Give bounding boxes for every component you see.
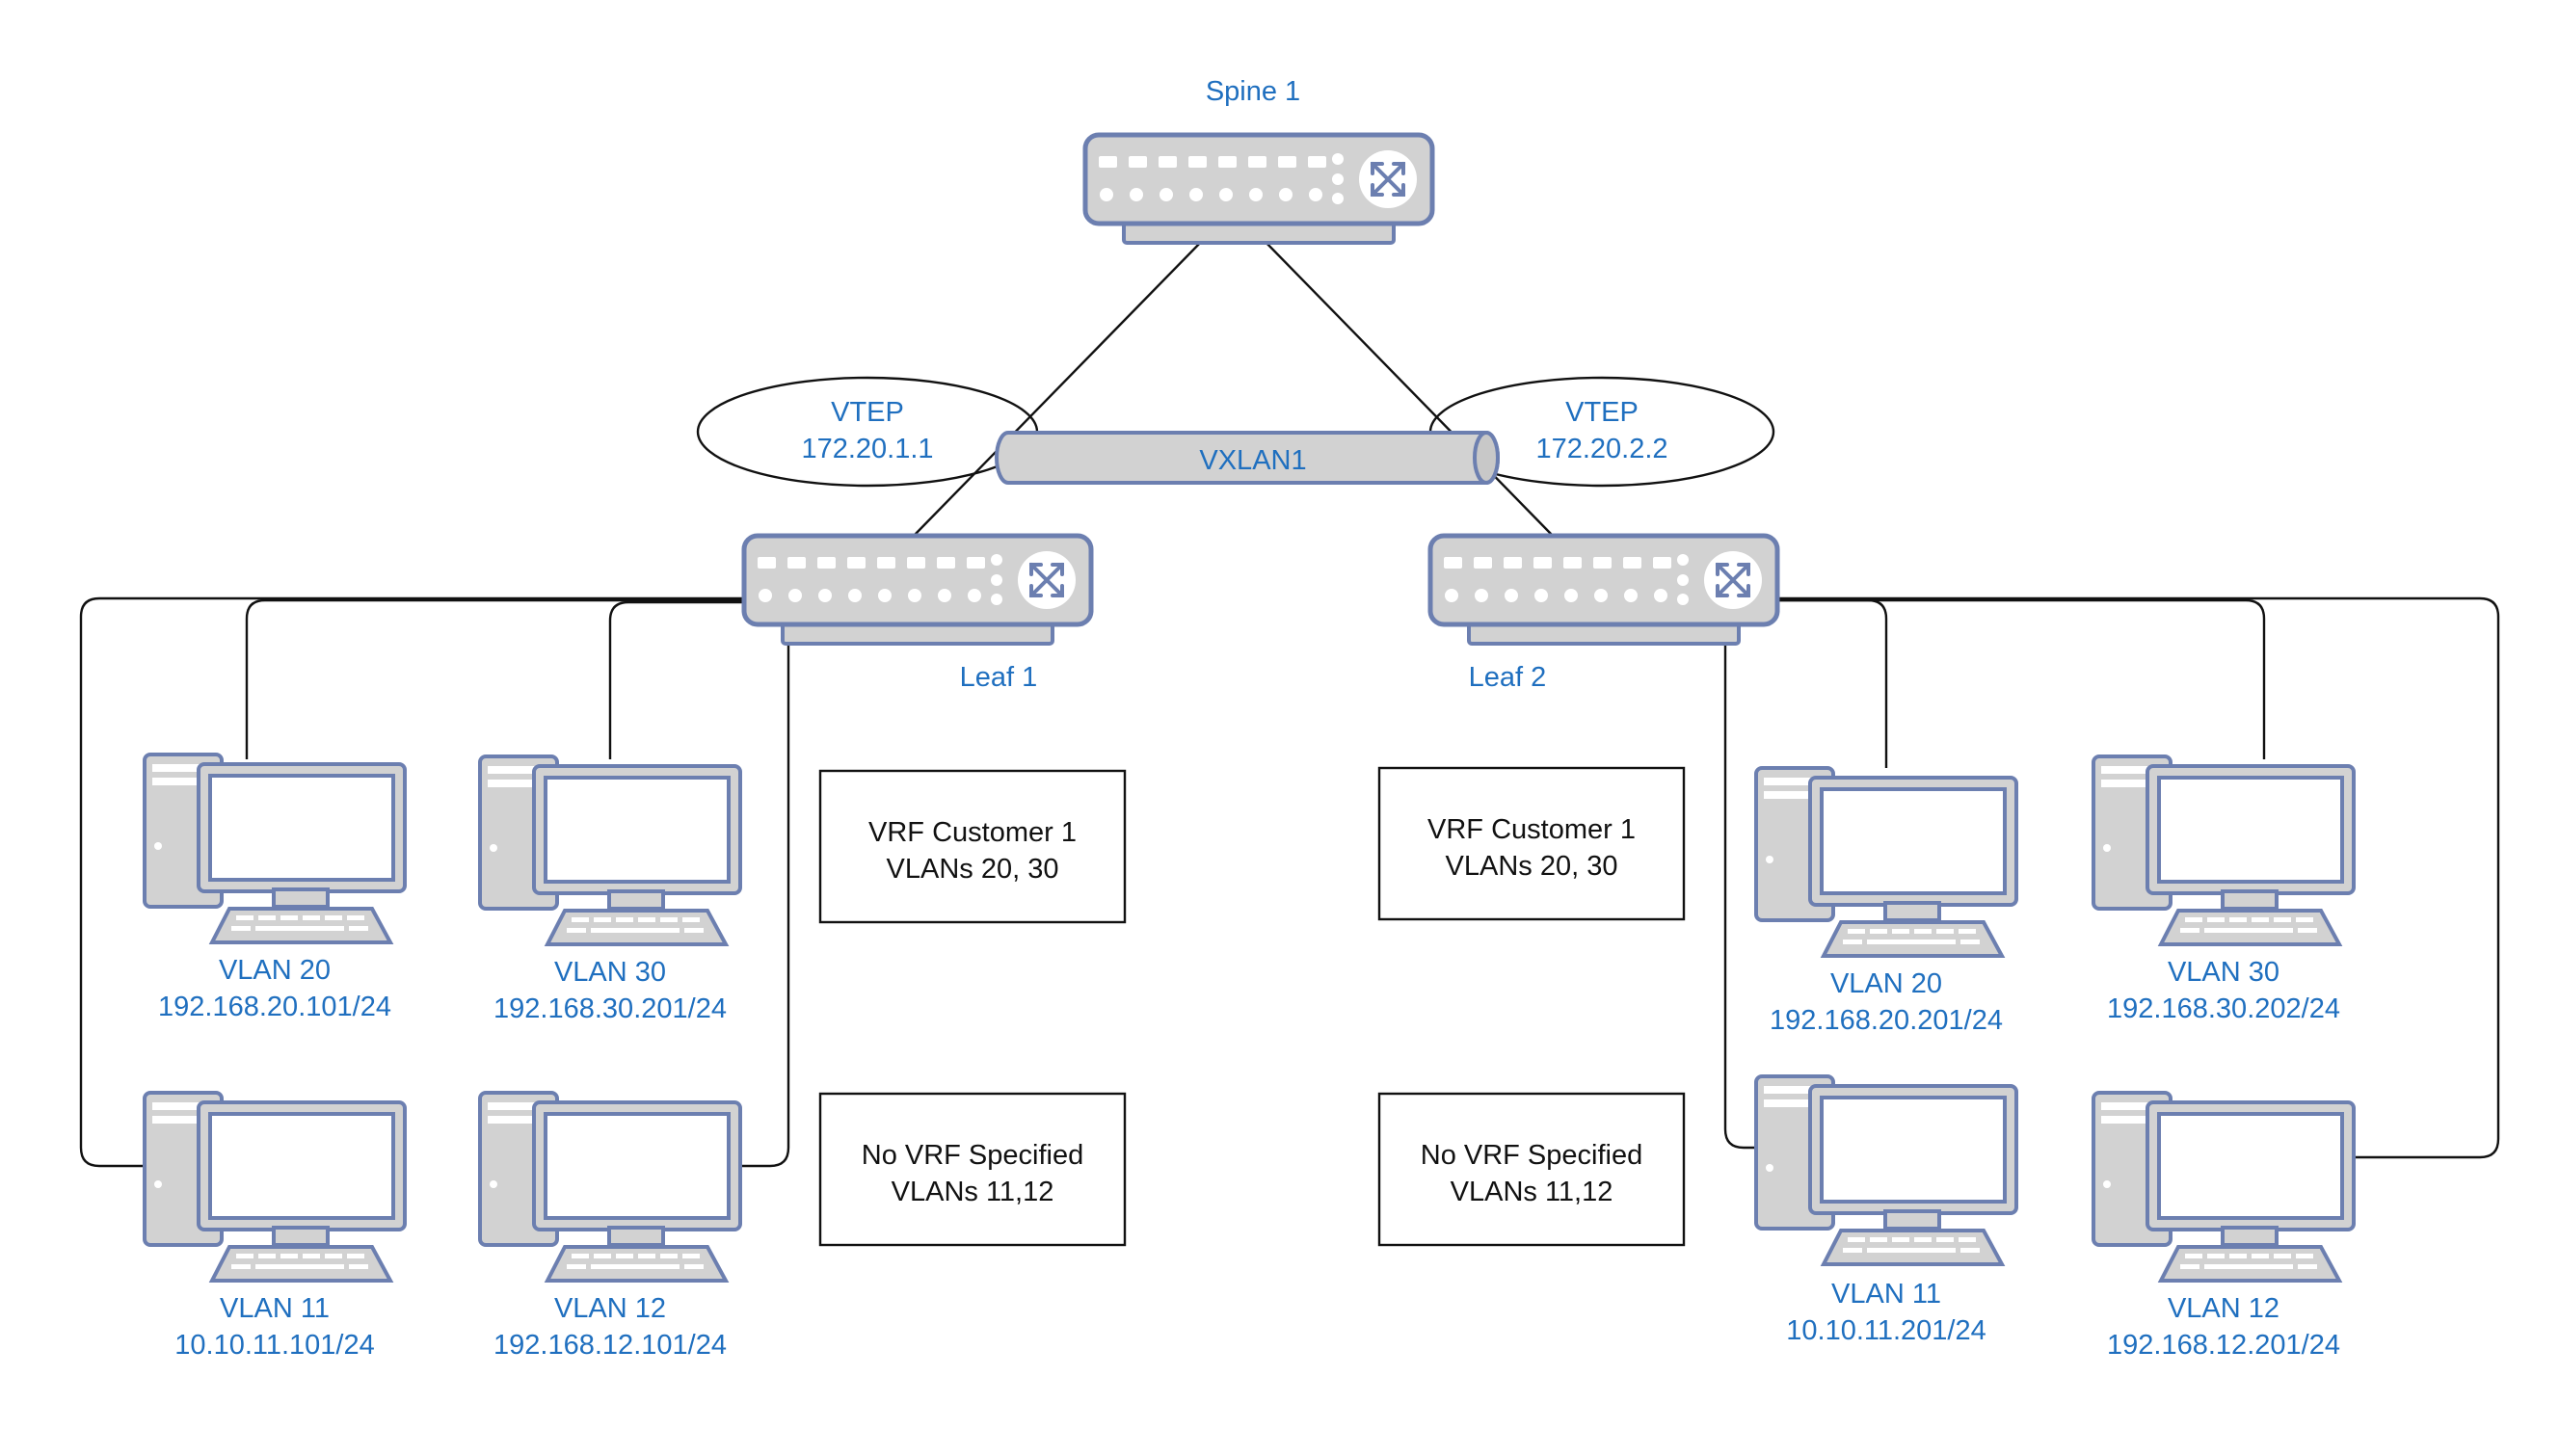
- vrf-box-left-top: VRF Customer 1 VLANs 20, 30: [818, 769, 1127, 924]
- vxlan-tunnel-label: VXLAN1: [1199, 445, 1306, 476]
- host-left-vlan30: VLAN 30 192.168.30.201/24: [478, 754, 742, 1024]
- host-ip: 10.10.11.201/24: [1786, 1315, 1986, 1346]
- vxlan-tunnel: VXLAN1: [995, 431, 1500, 485]
- desktop-computer-icon: [1754, 1074, 2018, 1266]
- uplinks: [913, 235, 1554, 537]
- link-leaf1-vlan30: [608, 600, 747, 759]
- host-left-vlan11: VLAN 11 10.10.11.101/24: [143, 1091, 407, 1361]
- vtep-1-ip: 172.20.1.1: [801, 434, 933, 464]
- vrf-box-line2: VLANs 11,12: [892, 1177, 1054, 1207]
- spine-label: Spine 1: [1206, 76, 1300, 107]
- host-right-vlan20: VLAN 20 192.168.20.201/24: [1754, 766, 2018, 1036]
- leaf1-label: Leaf 1: [960, 662, 1038, 693]
- host-ip: 192.168.30.201/24: [493, 993, 727, 1024]
- leaf2-label: Leaf 2: [1469, 662, 1547, 693]
- link-spine-leaf1: [913, 235, 1208, 537]
- leaf1-switch: Leaf 1: [744, 536, 1091, 693]
- link-leaf2-vlan30: [1771, 598, 2266, 759]
- vrf-box-line1: No VRF Specified: [1421, 1140, 1643, 1171]
- switch-icon: [1430, 536, 1777, 644]
- host-vlan: VLAN 30: [554, 957, 666, 988]
- host-vlan: VLAN 11: [1831, 1279, 1941, 1310]
- link-leaf2-vlan12: [1771, 596, 2500, 1159]
- host-right-vlan11: VLAN 11 10.10.11.201/24: [1754, 1074, 2018, 1346]
- link-leaf2-vlan20: [1771, 598, 1888, 768]
- host-vlan: VLAN 12: [554, 1293, 666, 1324]
- desktop-computer-icon: [2092, 1091, 2356, 1283]
- vtep-2-title: VTEP: [1565, 397, 1639, 428]
- desktop-computer-icon: [2092, 754, 2356, 946]
- desktop-computer-icon: [478, 1091, 742, 1283]
- host-left-vlan20: VLAN 20 192.168.20.101/24: [143, 753, 407, 1022]
- vrf-box-right-bottom: No VRF Specified VLANs 11,12: [1377, 1092, 1686, 1247]
- host-ip: 10.10.11.101/24: [174, 1330, 375, 1361]
- desktop-computer-icon: [1754, 766, 2018, 958]
- vrf-box-line2: VLANs 11,12: [1451, 1177, 1613, 1207]
- host-ip: 192.168.30.202/24: [2107, 993, 2340, 1024]
- host-ip: 192.168.12.101/24: [493, 1330, 727, 1361]
- leaf1-host-links: [79, 596, 790, 1168]
- host-vlan: VLAN 30: [2168, 957, 2279, 988]
- link-leaf1-vlan20: [245, 598, 747, 759]
- vrf-box-right-top: VRF Customer 1 VLANs 20, 30: [1377, 766, 1686, 921]
- switch-icon: [1085, 135, 1432, 243]
- switch-icon: [744, 536, 1091, 644]
- desktop-computer-icon: [143, 1091, 407, 1283]
- link-leaf1-vlan12: [738, 636, 790, 1168]
- link-leaf2-vlan11: [1723, 636, 1773, 1150]
- host-right-vlan12: VLAN 12 192.168.12.201/24: [2092, 1091, 2356, 1361]
- host-vlan: VLAN 20: [219, 955, 331, 986]
- vrf-box-line1: No VRF Specified: [862, 1140, 1084, 1171]
- vrf-box-line2: VLANs 20, 30: [887, 854, 1059, 885]
- host-ip: 192.168.20.101/24: [158, 992, 391, 1022]
- host-vlan: VLAN 12: [2168, 1293, 2279, 1324]
- leaf2-host-links: [1723, 596, 2500, 1159]
- leaf2-switch: Leaf 2: [1430, 536, 1777, 693]
- link-leaf1-vlan11: [79, 596, 747, 1168]
- host-vlan: VLAN 11: [220, 1293, 330, 1324]
- desktop-computer-icon: [143, 753, 407, 944]
- link-spine-leaf2: [1259, 235, 1554, 537]
- host-vlan: VLAN 20: [1830, 968, 1942, 999]
- vtep-2-ip: 172.20.2.2: [1535, 434, 1667, 464]
- host-right-vlan30: VLAN 30 192.168.30.202/24: [2092, 754, 2356, 1024]
- vtep-1: VTEP 172.20.1.1: [696, 376, 1039, 488]
- vrf-box-line1: VRF Customer 1: [868, 817, 1077, 848]
- host-ip: 192.168.12.201/24: [2107, 1330, 2340, 1361]
- host-ip: 192.168.20.201/24: [1770, 1005, 2003, 1036]
- vrf-box-left-bottom: No VRF Specified VLANs 11,12: [818, 1092, 1127, 1247]
- host-left-vlan12: VLAN 12 192.168.12.101/24: [478, 1091, 742, 1361]
- vrf-box-line1: VRF Customer 1: [1427, 814, 1636, 845]
- desktop-computer-icon: [478, 754, 742, 946]
- vtep-1-title: VTEP: [831, 397, 904, 428]
- spine-switch: Spine 1: [1085, 76, 1432, 243]
- vrf-box-line2: VLANs 20, 30: [1446, 851, 1618, 882]
